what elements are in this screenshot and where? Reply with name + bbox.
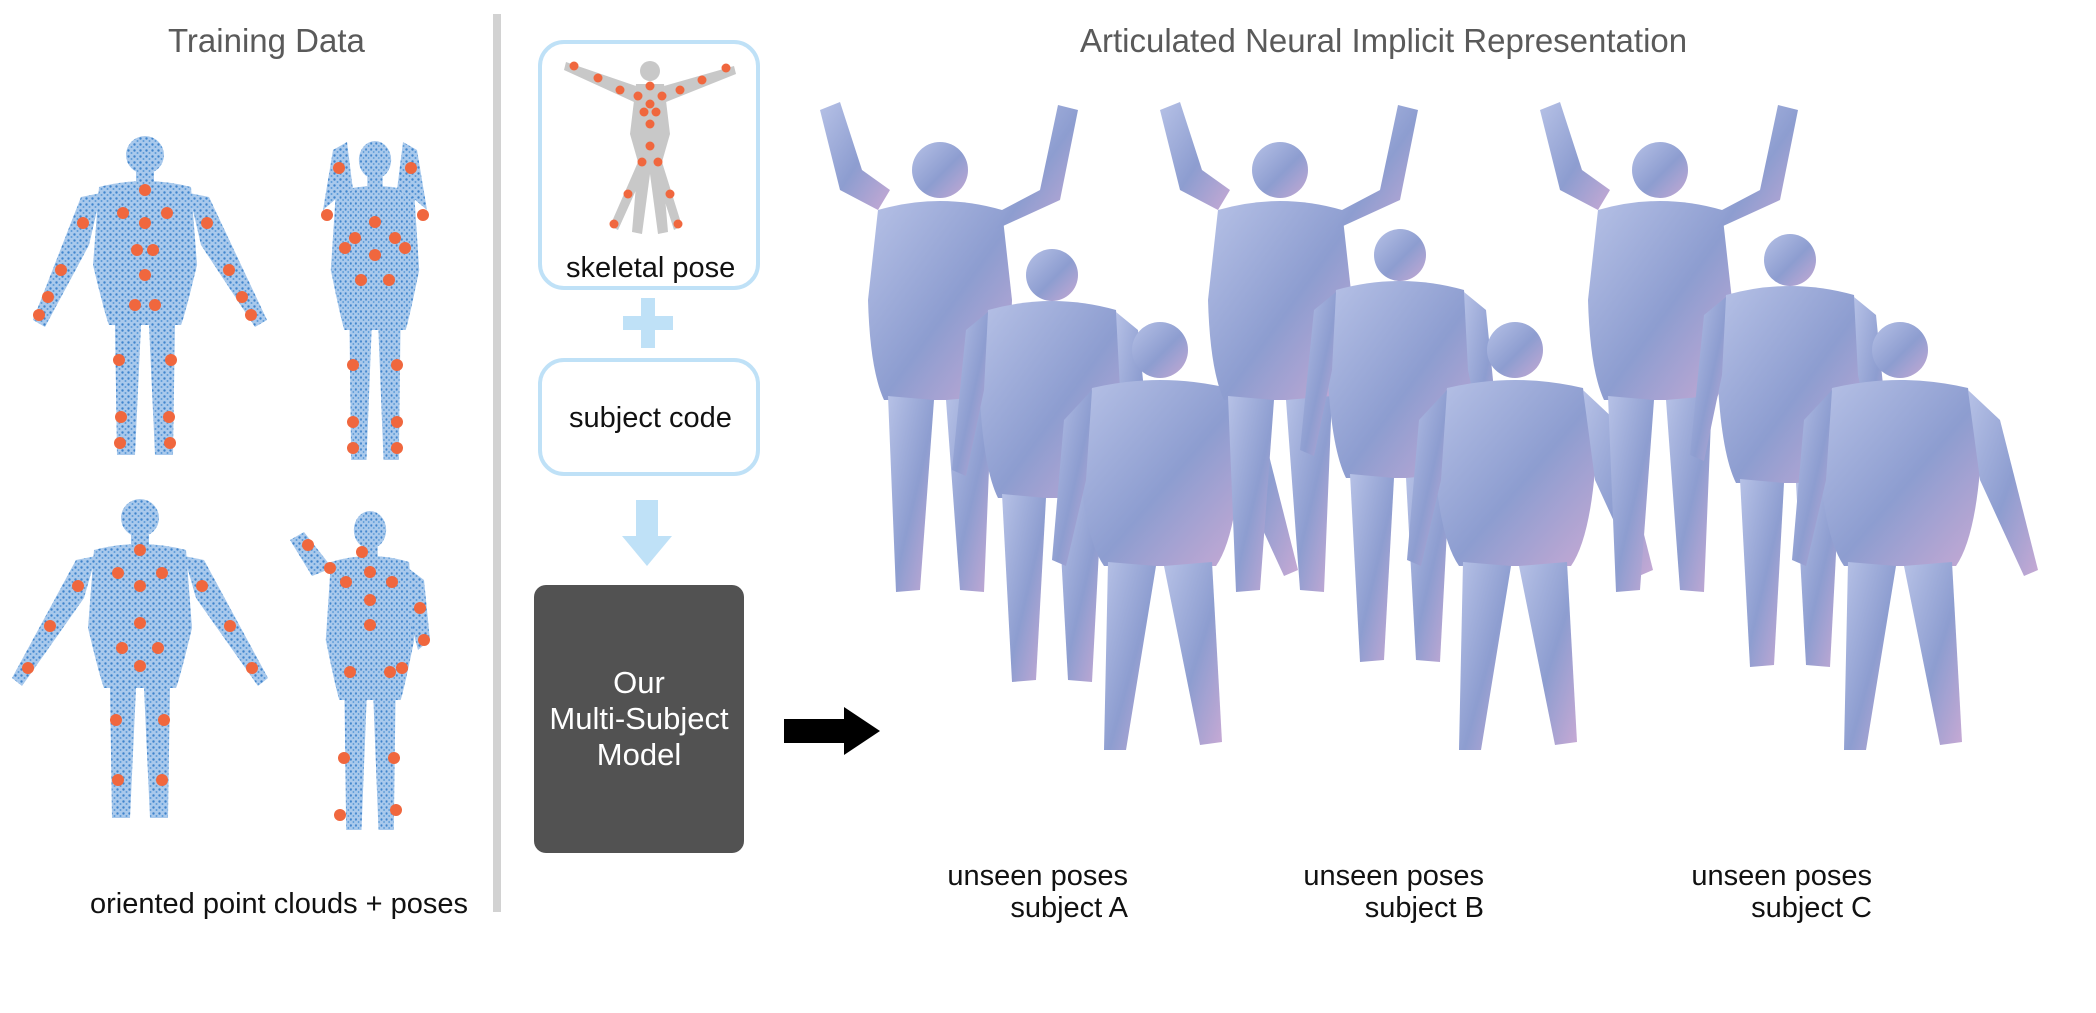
point-cloud-figure-4 — [290, 511, 430, 830]
subject-code-box: subject code — [538, 358, 760, 476]
point-cloud-figure-1 — [33, 136, 267, 455]
group-a-label: unseen poses subject A — [940, 860, 1128, 924]
arrow-down-icon — [622, 500, 672, 566]
group-a-line2: subject A — [1010, 892, 1128, 924]
model-label-line1: Our — [613, 665, 665, 700]
skeletal-pose-box: skeletal pose — [538, 40, 760, 290]
point-cloud-figure-3 — [12, 499, 268, 818]
plus-icon — [623, 298, 673, 348]
group-a-line1: unseen poses — [947, 860, 1128, 892]
training-data-title: Training Data — [168, 22, 365, 59]
training-data-caption: oriented point clouds + poses — [90, 888, 469, 920]
group-c-line2: subject C — [1751, 892, 1872, 924]
skeletal-pose-label: skeletal pose — [566, 252, 736, 284]
mesh-figures — [820, 102, 2038, 750]
group-b-line2: subject B — [1364, 892, 1484, 924]
group-c-line1: unseen poses — [1691, 860, 1872, 892]
model-label-line3: Model — [596, 737, 682, 772]
point-cloud-figure-2 — [321, 141, 429, 460]
group-c-label: unseen poses subject C — [1684, 860, 1872, 924]
arrow-right-icon — [784, 707, 880, 755]
group-b-label: unseen poses subject B — [1296, 860, 1484, 924]
skeleton-figure — [564, 61, 736, 234]
subject-code-label: subject code — [569, 402, 732, 434]
representation-title: Articulated Neural Implicit Representati… — [1080, 22, 1688, 59]
panel-divider — [493, 14, 501, 912]
group-b-line1: unseen poses — [1303, 860, 1484, 892]
multi-subject-model-box: Our Multi-Subject Model — [534, 585, 744, 853]
model-label-line2: Multi-Subject — [549, 701, 729, 736]
point-cloud-figures — [12, 136, 430, 830]
